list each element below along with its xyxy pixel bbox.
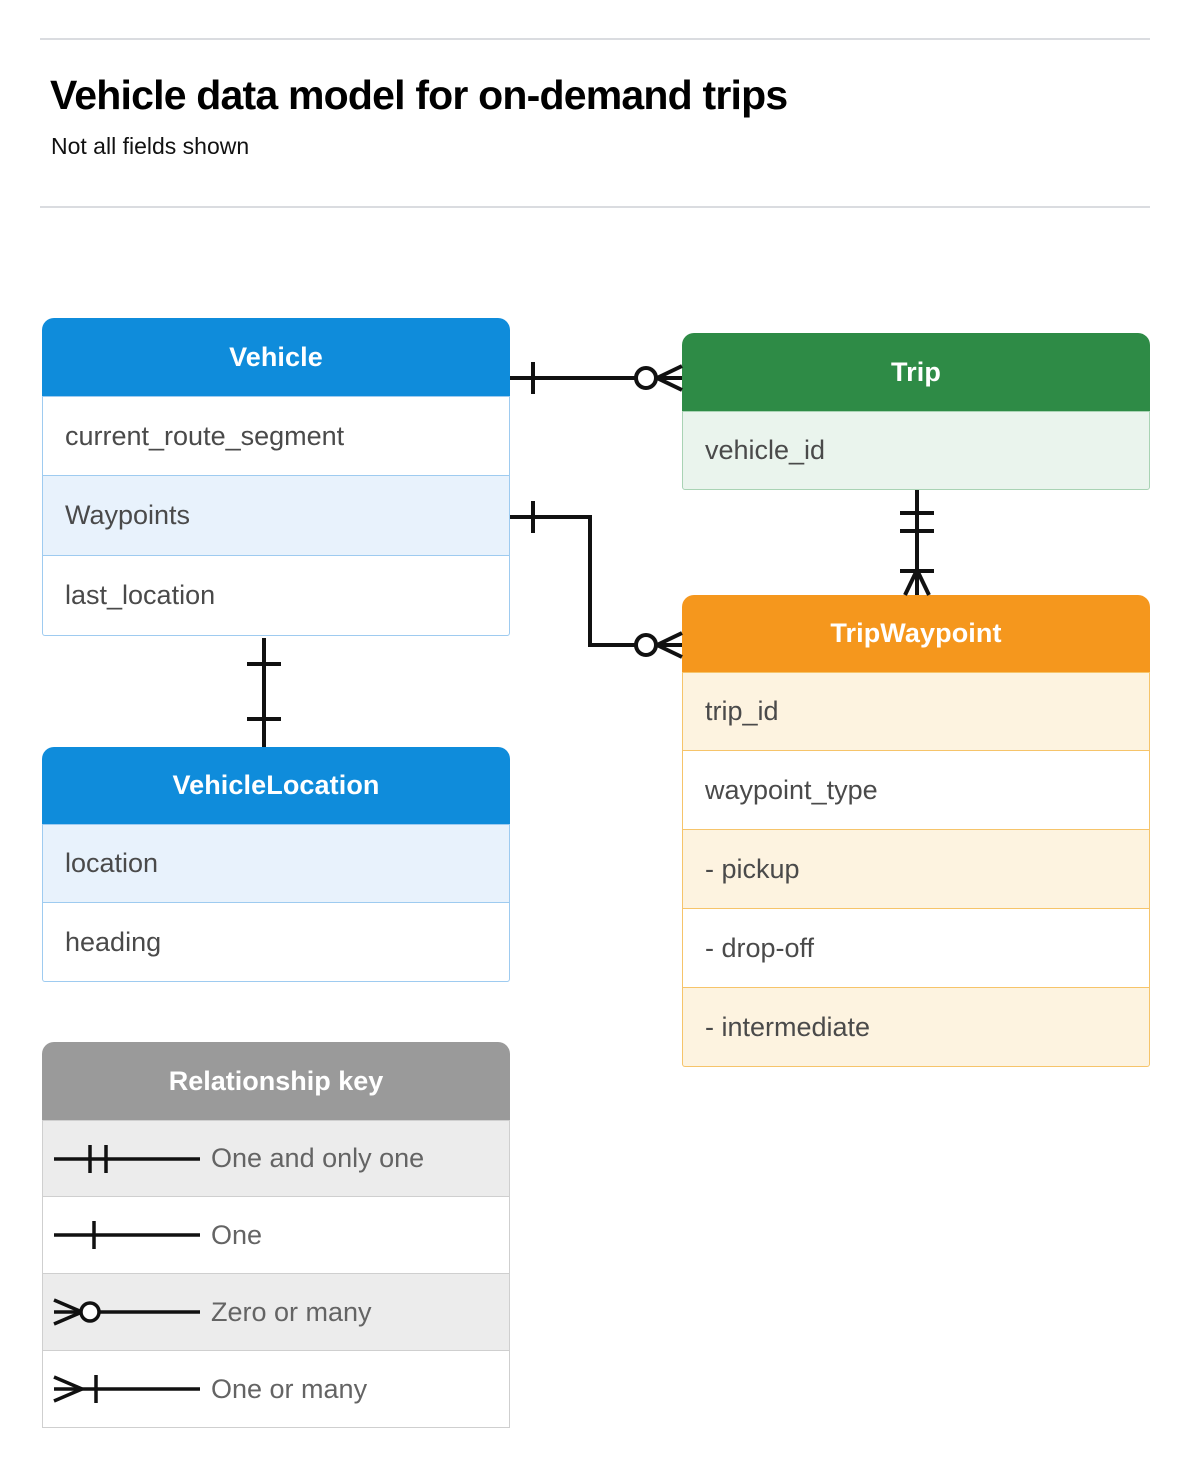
bottom-divider <box>40 206 1150 208</box>
entity-trip-title: Trip <box>682 333 1150 411</box>
top-divider <box>40 38 1150 40</box>
entity-vehicle-title: Vehicle <box>42 318 510 396</box>
entity-vehiclelocation-title: VehicleLocation <box>42 747 510 824</box>
legend-label-zero-or-many: Zero or many <box>211 1296 372 1327</box>
one-icon <box>43 1215 211 1255</box>
zero-or-many-icon <box>43 1292 211 1332</box>
entity-vehiclelocation[interactable]: VehicleLocation location heading <box>42 747 510 982</box>
entity-tripwaypoint-field-trip-id[interactable]: trip_id <box>682 672 1150 751</box>
one-or-many-icon <box>43 1369 211 1409</box>
entity-tripwaypoint-value-drop-off[interactable]: - drop-off <box>682 909 1150 988</box>
entity-vehicle-field-current-route-segment[interactable]: current_route_segment <box>42 396 510 476</box>
relationship-key-legend: Relationship key One and only one One <box>42 1042 510 1428</box>
entity-trip-field-vehicle-id[interactable]: vehicle_id <box>682 411 1150 490</box>
page-subtitle: Not all fields shown <box>51 133 250 159</box>
legend-title: Relationship key <box>42 1042 510 1120</box>
connector-waypoints-tripwaypoint <box>510 501 683 659</box>
connector-vehicle-vehiclelocation <box>247 638 281 747</box>
legend-row-one-or-many: One or many <box>42 1351 510 1428</box>
entity-vehicle-field-waypoints[interactable]: Waypoints <box>42 476 510 556</box>
connector-trip-tripwaypoint <box>900 490 934 596</box>
entity-vehicle-field-last-location[interactable]: last_location <box>42 556 510 636</box>
legend-label-one: One <box>211 1219 263 1250</box>
legend-label-one-and-only-one: One and only one <box>211 1143 425 1173</box>
entity-tripwaypoint-value-intermediate[interactable]: - intermediate <box>682 988 1150 1067</box>
entity-vehiclelocation-field-heading[interactable]: heading <box>42 903 510 982</box>
entity-tripwaypoint-title: TripWaypoint <box>682 595 1150 672</box>
entity-trip[interactable]: Trip vehicle_id <box>682 333 1150 490</box>
one-and-only-one-icon <box>43 1139 211 1179</box>
legend-label-one-or-many: One or many <box>211 1373 368 1404</box>
entity-tripwaypoint-value-pickup[interactable]: - pickup <box>682 830 1150 909</box>
legend-row-one-and-only-one: One and only one <box>42 1120 510 1197</box>
page-title: Vehicle data model for on-demand trips <box>50 72 788 118</box>
entity-vehicle[interactable]: Vehicle current_route_segment Waypoints … <box>42 318 510 636</box>
entity-tripwaypoint[interactable]: TripWaypoint trip_id waypoint_type - pic… <box>682 595 1150 1067</box>
legend-row-zero-or-many: Zero or many <box>42 1274 510 1351</box>
entity-vehiclelocation-field-location[interactable]: location <box>42 824 510 903</box>
connector-vehicle-trip <box>510 362 683 394</box>
legend-row-one: One <box>42 1197 510 1274</box>
entity-tripwaypoint-field-waypoint-type[interactable]: waypoint_type <box>682 751 1150 830</box>
